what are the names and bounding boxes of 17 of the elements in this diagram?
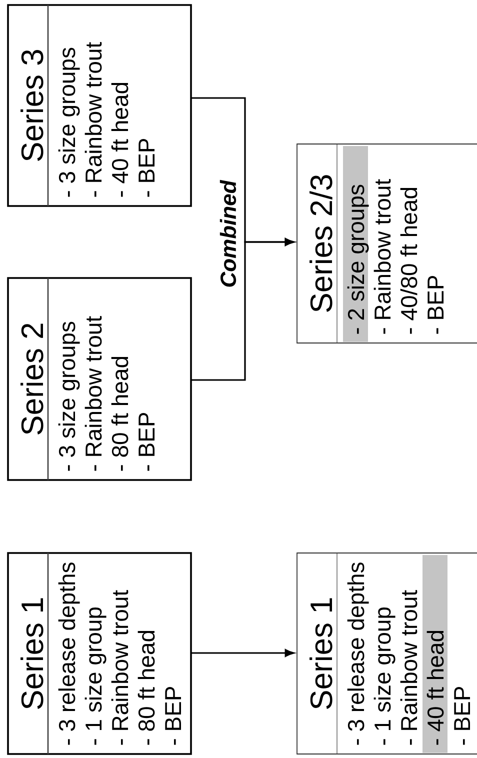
arrow — [191, 238, 294, 381]
edge-label: Combined — [220, 180, 236, 287]
node-label: Series 1 — [310, 598, 332, 709]
process-box: Series 2 - 3 size groups - Rainbow trout - 80 ft head - BEP — [7, 277, 192, 481]
node-label: - Rainbow trout — [374, 179, 391, 334]
node-label: - 40/80 ft head — [400, 188, 418, 334]
node-label: Series 2/3 — [310, 175, 332, 312]
process-box: Series 1 - 3 release depths - 1 size group - Rainbow trout - 40 ft head - BEP — [296, 552, 477, 754]
node-label: - BEP — [454, 686, 470, 745]
process-box: Series 3 - 3 size groups - Rainbow trout - 40 ft head - BEP — [7, 4, 192, 207]
node-label: - BEP — [428, 276, 444, 334]
node-label: - 1 size group — [374, 607, 396, 745]
process-box: Series 1 - 3 release depths - 1 size group - Rainbow trout - 80 ft head - BEP — [7, 552, 192, 755]
node-label: - 3 release depths — [347, 562, 369, 745]
arrow — [191, 649, 294, 657]
process-box: Series 2/3 - 2 size groups - Rainbow trout - 40/80 ft head - BEP — [296, 144, 477, 344]
node-label: - Rainbow trout — [400, 590, 418, 745]
